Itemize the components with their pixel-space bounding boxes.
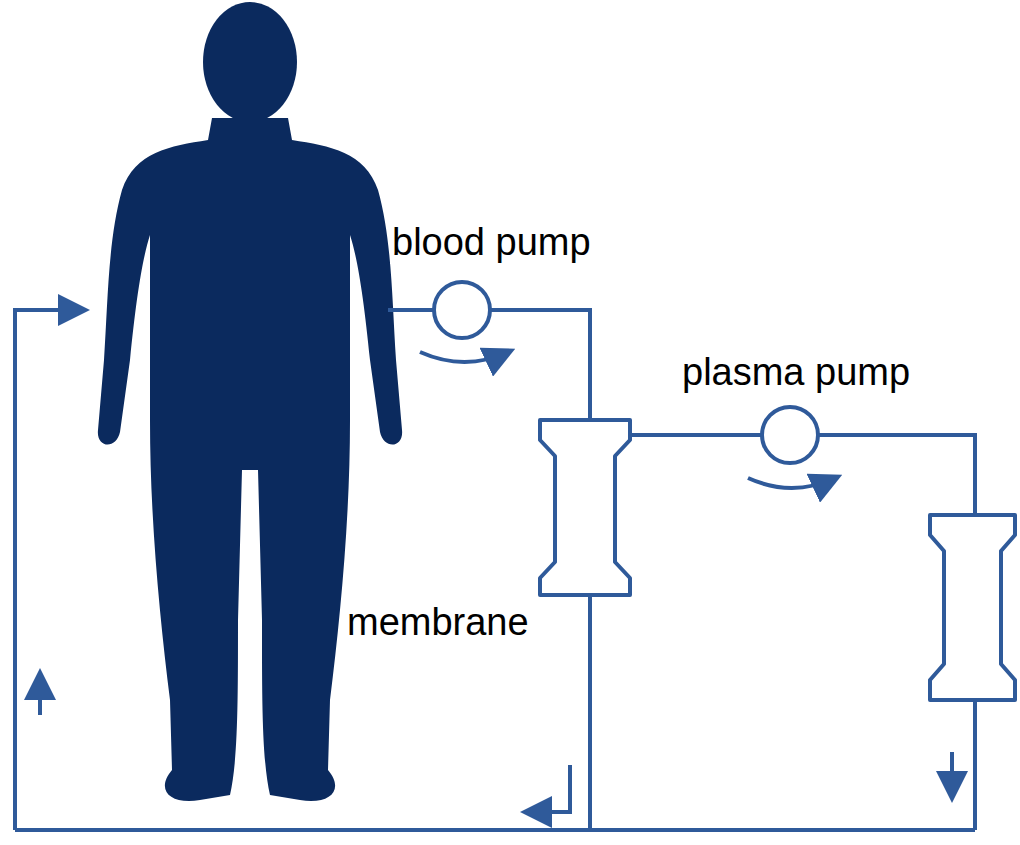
plasma-pump-symbol [762, 407, 818, 463]
blood-pump-symbol [434, 282, 490, 338]
pump-label: plasma pump [680, 352, 912, 394]
filters [540, 420, 1015, 700]
human-silhouette [98, 2, 402, 801]
secondary-filter [930, 515, 1015, 700]
membrane-filter [540, 420, 630, 595]
part-label: membrane [345, 602, 531, 644]
tubing-lines [15, 310, 975, 830]
pump-label: blood pump [390, 222, 593, 264]
